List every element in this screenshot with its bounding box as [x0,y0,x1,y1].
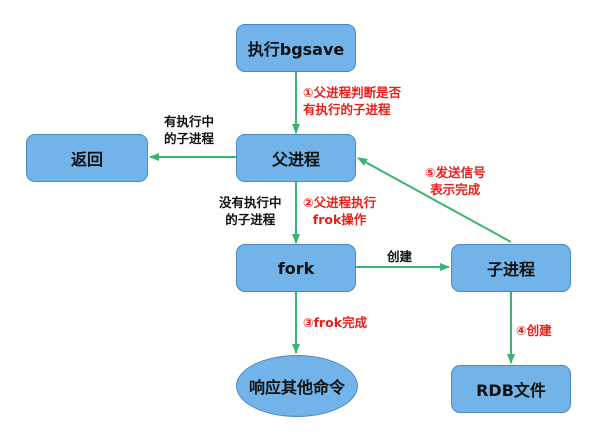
label-no-child-line1: 没有执行中 [219,195,282,210]
node-rdb-file: RDB文件 [451,365,571,413]
node-return: 返回 [26,134,148,182]
label-no-child-line2: 的子进程 [225,212,276,227]
node-parent-label: 父进程 [271,150,320,169]
node-child-label: 子进程 [486,260,535,279]
node-parent-process: 父进程 [236,134,356,182]
label-no-child: 没有执行中 的子进程 [219,194,282,228]
label-step4-text: ④创建 [516,323,552,338]
label-step5-line1: ⑤发送信号 [425,165,486,180]
node-return-label: 返回 [70,150,103,169]
label-step2: ②父进程执行 frok操作 [303,194,376,228]
label-step4: ④创建 [516,322,552,339]
label-has-child: 有执行中 的子进程 [164,113,214,147]
node-fork: fork [236,244,356,292]
label-has-child-line2: 的子进程 [164,131,215,146]
node-bgsave-label: 执行bgsave [247,40,345,59]
node-rdb-label: RDB文件 [476,381,546,400]
arrow-child-to-parent [357,157,512,243]
label-step2-line1: ②父进程执行 [303,195,377,210]
node-fork-label: fork [277,258,315,278]
label-step3-text: ③frok完成 [303,315,368,330]
label-step1-line1: ①父进程判断是否 [303,85,402,100]
label-step3: ③frok完成 [303,314,367,331]
label-has-child-line1: 有执行中 [164,114,215,129]
label-step1: ①父进程判断是否 有执行的子进程 [303,84,401,118]
node-respond-other-commands: 响应其他命令 [236,355,358,417]
label-create: 创建 [387,248,412,265]
label-create-text: 创建 [387,249,413,264]
node-child-process: 子进程 [451,244,571,292]
label-step2-line2: frok操作 [312,212,367,227]
label-step5: ⑤发送信号 表示完成 [425,164,486,198]
node-bgsave: 执行bgsave [236,24,356,72]
label-step5-line2: 表示完成 [430,182,481,197]
label-step1-line2: 有执行的子进程 [303,102,391,117]
node-respond-label: 响应其他命令 [248,378,345,397]
